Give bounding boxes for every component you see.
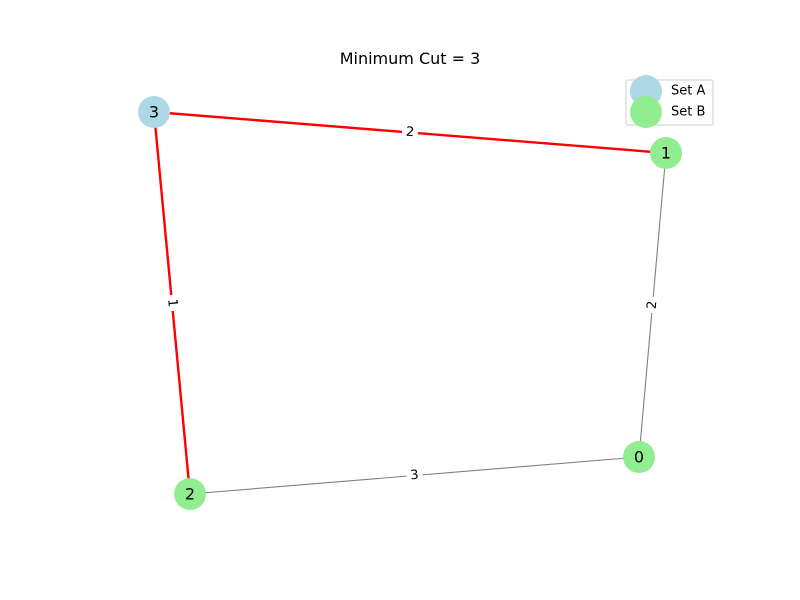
edge-weight-label: 2 <box>642 296 663 314</box>
edge-weight-text: 2 <box>645 300 661 310</box>
edge-weight-label-bg <box>642 296 663 314</box>
nodes-layer: 0 1 2 3 <box>138 96 682 510</box>
node-1 <box>650 137 682 169</box>
edge-weight-label: 3 <box>405 465 424 486</box>
edge-weight-text: 1 <box>164 298 180 308</box>
edge-weight-label-bg <box>405 465 424 486</box>
legend-label-set-b: Set B <box>671 105 705 120</box>
legend-label-set-a: Set A <box>671 84 705 99</box>
node-label-1: 1 <box>661 144 671 163</box>
edges-layer: 2 1 2 3 <box>152 110 667 495</box>
edge-weight-text: 2 <box>405 125 414 141</box>
node-label-3: 3 <box>149 103 159 122</box>
legend-items: Set A Set B <box>630 75 705 128</box>
node-0 <box>623 441 655 473</box>
edge-weight-label: 1 <box>162 294 182 312</box>
node-2 <box>174 478 206 510</box>
legend: Set A Set B <box>625 75 714 128</box>
edge-weight-label-bg <box>162 294 182 312</box>
legend-marker-set-b <box>630 96 662 128</box>
node-label-0: 0 <box>634 448 644 467</box>
node-label-2: 2 <box>185 485 195 504</box>
edge-weight-label-bg <box>401 122 419 143</box>
diagram-title: Minimum Cut = 3 <box>340 49 481 68</box>
node-3 <box>138 96 170 128</box>
edge-weight-label: 2 <box>401 122 419 143</box>
edge-weight-text: 3 <box>410 468 419 484</box>
